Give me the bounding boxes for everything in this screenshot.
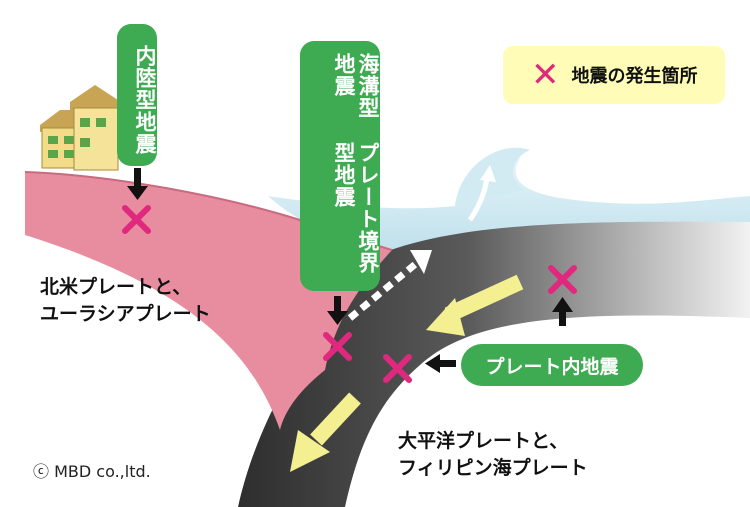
epicenter-marker-inland <box>122 205 151 234</box>
epicenter-marker-boundary <box>323 332 352 361</box>
boundary-earthquake-text: プレート境界型地震 <box>332 141 380 274</box>
oceanic-plate <box>238 221 750 507</box>
intraplate-pointer-arrow-icon <box>425 354 456 373</box>
intraplate-earthquake-text: プレート内地震 <box>485 355 619 378</box>
trench-earthquake-text: 海溝型地震 <box>332 53 380 119</box>
legend: ✕ 地震の発生箇所 <box>503 46 725 104</box>
epicenter-marker-intraplate-upper <box>548 265 577 294</box>
intraplate-earthquake-label: プレート内地震 <box>461 344 643 386</box>
subduction-arrow-lower-icon <box>290 392 361 472</box>
boundary-slip-arrow-icon <box>347 250 432 321</box>
inland-earthquake-label: 内陸型地震 <box>117 24 157 166</box>
continental-plate-label: 北米プレートと、 ユーラシアプレート <box>40 276 211 325</box>
intraplate-upper-pointer-arrow-icon <box>552 297 573 326</box>
oceanic-plate-label: 大平洋プレートと、 フィリピン海プレート <box>398 430 588 479</box>
epicenter-legend-icon: ✕ <box>531 55 560 95</box>
boundary-pointer-arrow-icon <box>327 296 348 325</box>
legend-text: 地震の発生箇所 <box>571 66 698 87</box>
inland-pointer-arrow-icon <box>127 168 148 200</box>
inland-earthquake-text: 内陸型地震 <box>133 45 157 155</box>
trench-boundary-earthquake-label: プレート境界型地震 海溝型地震 <box>300 41 380 291</box>
houses-icon <box>40 85 119 171</box>
uplift-arrow-icon <box>467 165 496 222</box>
epicenter-marker-intraplate <box>383 354 412 383</box>
copyright-text: ⓒ MBD co.,ltd. <box>33 462 151 481</box>
subduction-arrow-upper-icon <box>426 274 524 336</box>
